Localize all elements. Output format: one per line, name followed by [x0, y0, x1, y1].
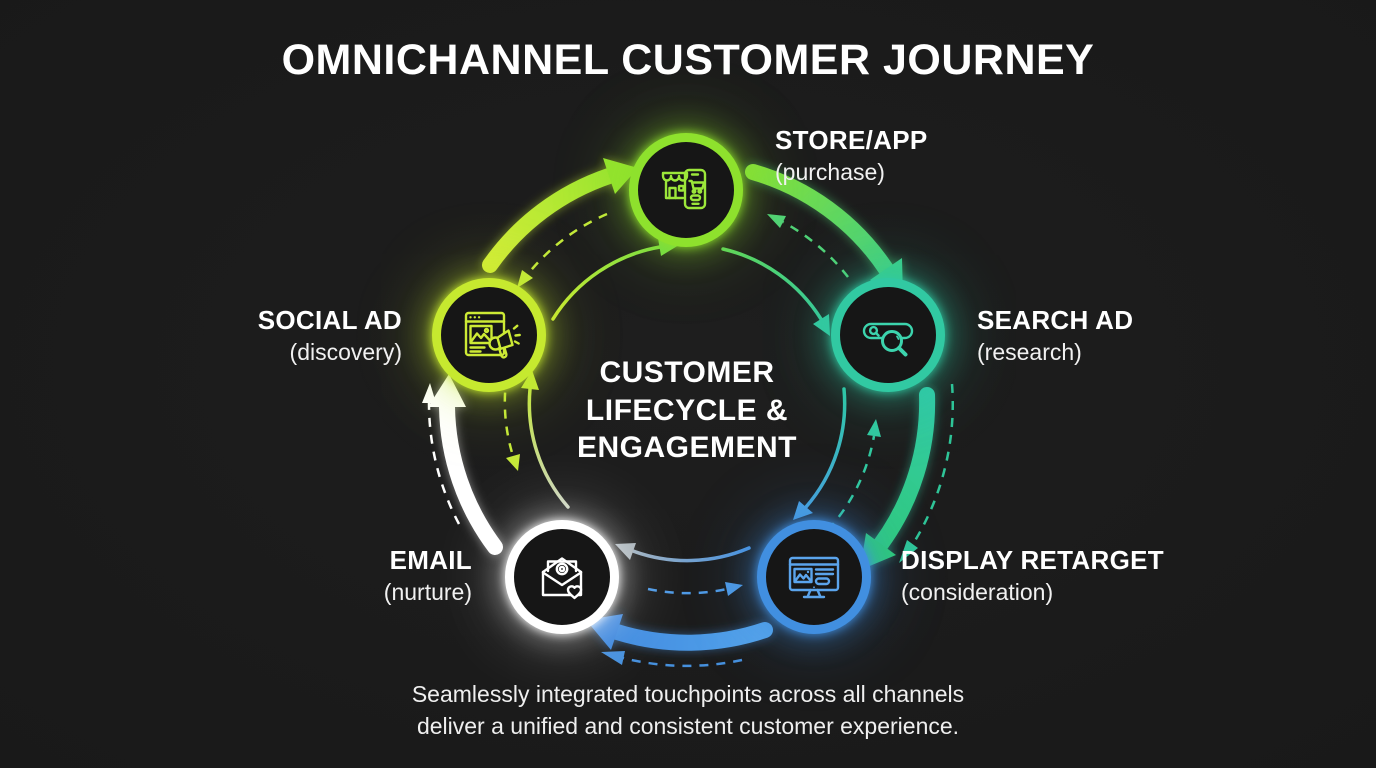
node-stage: (nurture) [383, 578, 472, 605]
caption: Seamlessly integrated touchpoints across… [0, 678, 1376, 742]
dashed-return-arrows [422, 212, 954, 668]
node-stage: (discovery) [289, 338, 402, 365]
label-email: EMAIL (nurture) [383, 545, 472, 605]
email-heart-icon [541, 557, 583, 600]
monitor-ad-icon [788, 556, 840, 599]
caption-line-1: Seamlessly integrated touchpoints across… [411, 681, 965, 707]
center-line-1: CUSTOMER [599, 356, 775, 389]
arrow-email-to-social [428, 374, 503, 555]
inner-cycle-arrows [521, 238, 847, 563]
node-stage: (purchase) [775, 158, 885, 185]
page-title: OMNICHANNEL CUSTOMER JOURNEY [281, 36, 1095, 84]
label-search-ad: SEARCH AD (research) [977, 305, 1134, 365]
node-email [505, 520, 619, 634]
node-display-retarget [757, 520, 871, 634]
center-title: CUSTOMER LIFECYCLE & ENGAGEMENT [507, 354, 867, 467]
caption-line-2: deliver a unified and consistent custome… [416, 713, 960, 740]
node-stage: (consideration) [901, 578, 1054, 605]
center-line-2: LIFECYCLE & [585, 393, 789, 427]
node-social-ad [432, 278, 546, 392]
arrow-social-to-store [482, 158, 638, 273]
store-phone-icon [661, 168, 707, 210]
node-title: DISPLAY RETARGET [901, 545, 1164, 575]
node-title: STORE/APP [775, 125, 928, 155]
node-stage: (research) [977, 338, 1082, 365]
arrow-display-to-email [586, 614, 773, 651]
social-megaphone-icon [464, 311, 521, 359]
node-title: EMAIL [389, 545, 472, 575]
node-title: SEARCH AD [977, 305, 1134, 335]
node-title: SOCIAL AD [257, 305, 402, 335]
center-line-3: ENGAGEMENT [576, 431, 797, 464]
label-store-app: STORE/APP (purchase) [775, 125, 928, 185]
node-search-ad [831, 278, 945, 392]
label-display-retarget: DISPLAY RETARGET (consideration) [901, 545, 1164, 605]
arrow-search-to-display [860, 387, 936, 570]
search-magnifier-icon [862, 322, 914, 357]
label-social-ad: SOCIAL AD (discovery) [257, 305, 402, 365]
node-store-app [629, 133, 743, 247]
